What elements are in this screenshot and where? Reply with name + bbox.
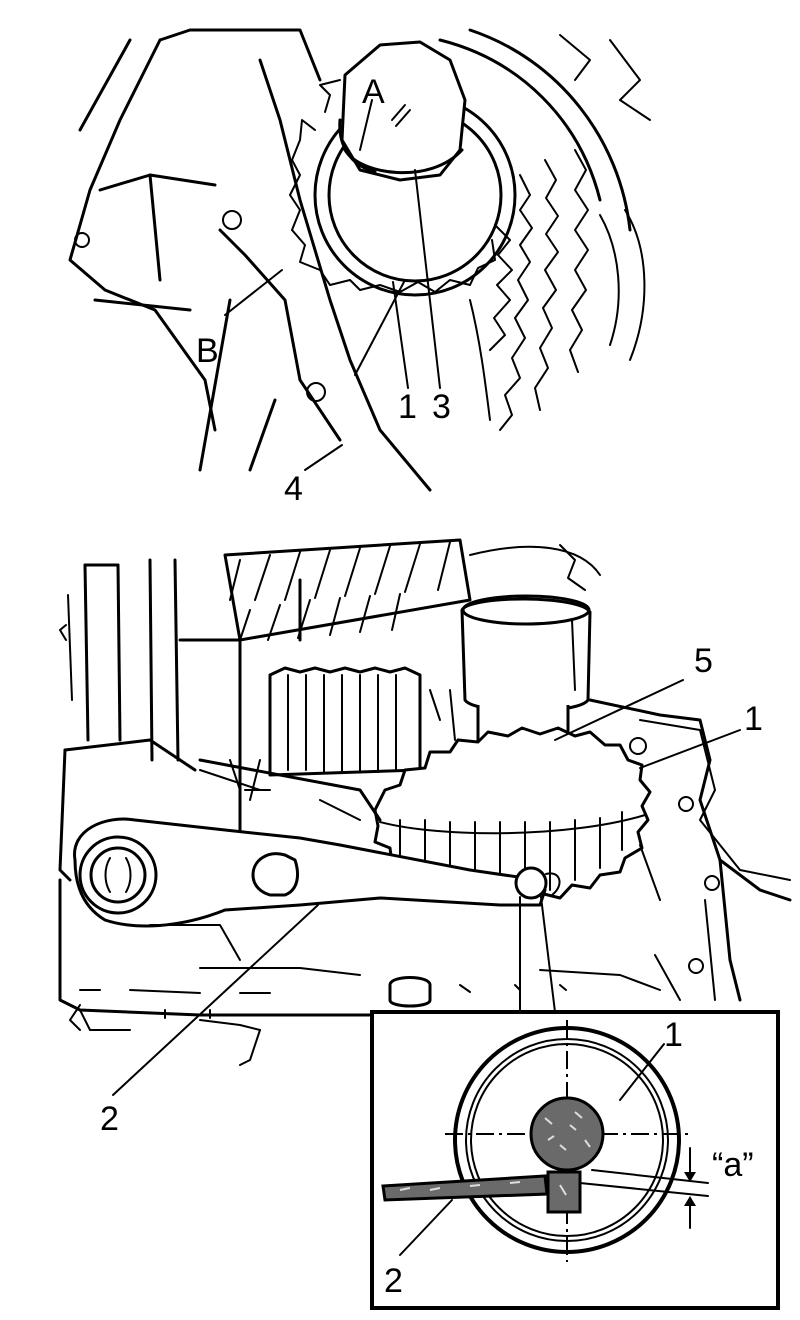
callout-1-detail: 1 xyxy=(664,1016,683,1054)
callout-4-top: 4 xyxy=(284,470,303,508)
callout-gap-a: “a” xyxy=(712,1146,754,1184)
lower-housing xyxy=(58,878,661,1066)
callout-1-bottom: 1 xyxy=(744,700,763,738)
housing-outline xyxy=(68,28,432,492)
callout-2-bottom: 2 xyxy=(100,1100,119,1138)
pin-1-detail xyxy=(529,1096,605,1172)
callout-5-bottom: 5 xyxy=(694,642,713,680)
bottom-leader-lines xyxy=(112,679,741,1096)
detail-inset: 1 2 “a” xyxy=(370,1010,780,1310)
callout-1-top: 1 xyxy=(398,388,417,426)
gear-stack-top xyxy=(438,28,651,431)
callout-3-top: 3 xyxy=(432,388,451,426)
shaft-3-top xyxy=(338,40,467,182)
top-view: A B 1 3 4 xyxy=(68,28,651,508)
shift-rod xyxy=(58,558,197,882)
bottom-view: 5 1 2 xyxy=(58,538,792,1138)
top-leader-lines xyxy=(224,99,441,471)
callout-b-top: B xyxy=(196,332,219,370)
helical-gear-cluster xyxy=(178,538,601,882)
shift-fork-2 xyxy=(73,817,561,961)
callout-2-detail: 2 xyxy=(384,1262,403,1300)
callout-a-top: A xyxy=(362,73,385,111)
housing-plate-bottom xyxy=(198,698,792,1002)
